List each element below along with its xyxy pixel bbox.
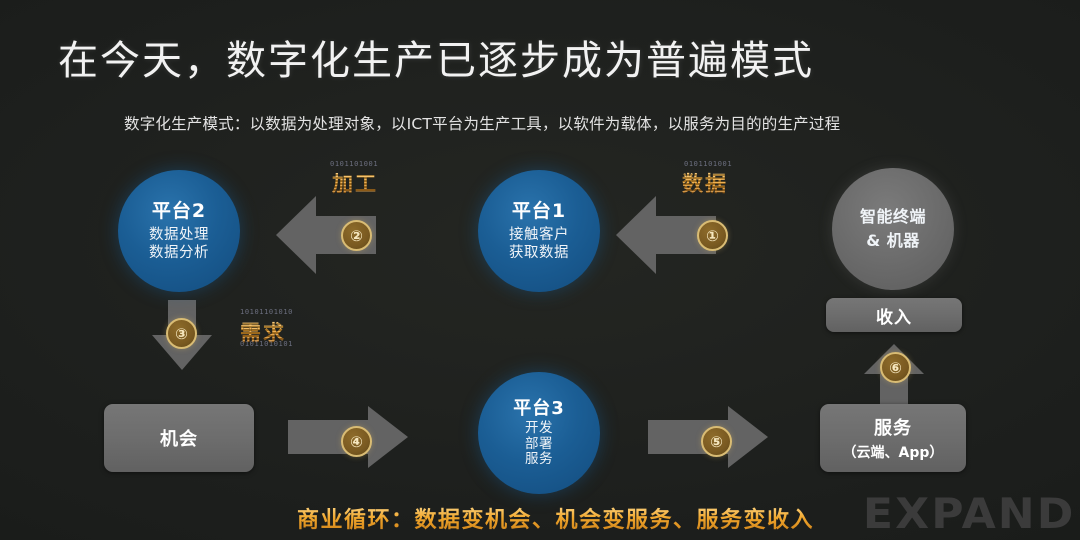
service-title: 服务 xyxy=(874,418,912,439)
node-platform-2[interactable]: 平台2 数据处理 数据分析 xyxy=(118,170,240,292)
terminal-line-2: & 机器 xyxy=(866,231,920,250)
platform-1-title: 平台1 xyxy=(511,199,567,222)
step-badge-4: ④ xyxy=(341,426,372,457)
label-data: 数据 xyxy=(682,168,728,198)
platform-2-title: 平台2 xyxy=(151,199,207,222)
revenue-title: 收入 xyxy=(876,307,912,328)
step-badge-6: ⑥ xyxy=(880,352,911,383)
service-subtitle: （云端、App） xyxy=(842,445,944,461)
page-title: 在今天，数字化生产已逐步成为普遍模式 xyxy=(58,38,814,84)
platform-1-line-2: 获取数据 xyxy=(509,244,569,261)
step-badge-3: ③ xyxy=(166,318,197,349)
business-loop-caption: 商业循环：数据变机会、机会变服务、服务变收入 xyxy=(297,502,814,534)
node-service[interactable]: 服务 （云端、App） xyxy=(820,404,966,472)
step-badge-5: ⑤ xyxy=(701,426,732,457)
step-badge-2: ② xyxy=(341,220,372,251)
binary-strip-processing: 0101101001 xyxy=(330,160,379,168)
node-platform-1[interactable]: 平台1 接触客户 获取数据 xyxy=(478,170,600,292)
terminal-line-1: 智能终端 xyxy=(859,207,926,226)
label-demand: 需求 xyxy=(240,317,286,347)
platform-3-line-2: 部署 xyxy=(525,435,553,452)
node-smart-terminal[interactable]: 智能终端 & 机器 xyxy=(832,168,954,290)
arrow-step-2-left xyxy=(276,196,376,274)
platform-2-line-2: 数据分析 xyxy=(149,244,209,261)
binary-strip-demand-top: 10101101010 xyxy=(240,308,293,316)
platform-3-title: 平台3 xyxy=(513,397,565,419)
platform-3-line-1: 开发 xyxy=(525,419,553,436)
opportunity-title: 机会 xyxy=(160,429,198,450)
platform-3-line-3: 服务 xyxy=(525,451,553,468)
binary-strip-data: 0101101001 xyxy=(684,160,733,168)
arrow-step-1-left xyxy=(616,196,716,274)
node-revenue[interactable]: 收入 xyxy=(826,298,962,332)
brand-watermark: EXPAND xyxy=(863,489,1076,538)
page-subtitle: 数字化生产模式：以数据为处理对象，以ICT平台为生产工具，以软件为载体，以服务为… xyxy=(124,115,841,133)
platform-2-line-1: 数据处理 xyxy=(149,226,209,243)
platform-1-line-1: 接触客户 xyxy=(509,226,569,243)
step-badge-1: ① xyxy=(697,220,728,251)
node-platform-3[interactable]: 平台3 开发 部署 服务 xyxy=(478,372,600,494)
node-opportunity[interactable]: 机会 xyxy=(104,404,254,472)
binary-strip-demand-bottom: 01011010101 xyxy=(240,340,293,348)
label-processing: 加工 xyxy=(332,168,378,198)
